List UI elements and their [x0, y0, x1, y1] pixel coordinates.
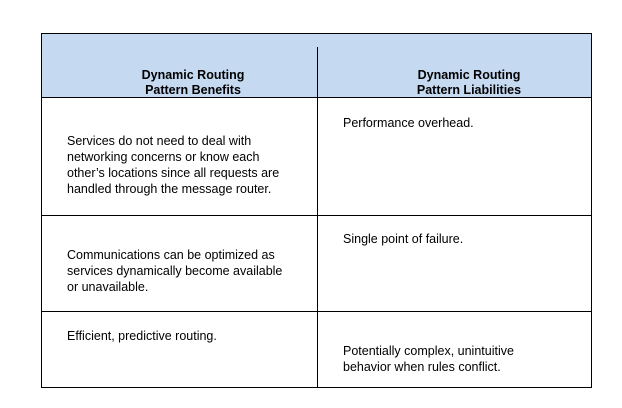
liabilities-header-line-2: Pattern Liabilities	[416, 83, 522, 97]
row-divider-2	[42, 311, 591, 312]
column-divider	[317, 98, 318, 387]
row-2-benefit-line-1: Communications can be optimized as	[67, 248, 275, 262]
row-2-liability-cell: Single point of failure.	[343, 231, 463, 247]
benefits-header-line-2: Pattern Benefits	[145, 83, 241, 97]
liabilities-column-header: Dynamic Routing Pattern Liabilities	[369, 68, 569, 98]
row-3-liability-line-2: behavior when rules conflict.	[343, 360, 501, 374]
row-divider-1	[42, 215, 591, 216]
row-3-liability-line-1: Potentially complex, unintuitive	[343, 344, 514, 358]
row-1-benefit-line-1: Services do not need to deal with	[67, 134, 252, 148]
row-3-benefit-cell: Efficient, predictive routing.	[67, 328, 217, 344]
row-1-benefit-cell: Services do not need to deal with networ…	[67, 133, 279, 197]
row-1-benefit-line-3: other’s locations since all requests are	[67, 166, 280, 180]
row-1-benefit-line-4: handled through the message router.	[67, 182, 272, 196]
row-2-liability-line-1: Single point of failure.	[343, 232, 464, 246]
row-3-liability-cell: Potentially complex, unintuitive behavio…	[343, 343, 514, 375]
header-column-divider	[317, 47, 318, 98]
row-2-benefit-line-3: or unavailable.	[67, 280, 149, 294]
benefits-column-header: Dynamic Routing Pattern Benefits	[93, 68, 293, 98]
row-2-benefit-line-2: services dynamically become available	[67, 264, 283, 278]
row-2-benefit-cell: Communications can be optimized as servi…	[67, 247, 282, 295]
table-header-row: Dynamic Routing Pattern Benefits Dynamic…	[42, 34, 591, 98]
benefits-header-line-1: Dynamic Routing	[141, 68, 245, 82]
row-1-benefit-line-2: networking concerns or know each	[67, 150, 260, 164]
liabilities-header-line-1: Dynamic Routing	[417, 68, 521, 82]
row-3-benefit-line-1: Efficient, predictive routing.	[67, 329, 217, 343]
row-1-liability-cell: Performance overhead.	[343, 115, 474, 131]
routing-pattern-table: Dynamic Routing Pattern Benefits Dynamic…	[41, 33, 592, 388]
row-1-liability-line-1: Performance overhead.	[343, 116, 474, 130]
